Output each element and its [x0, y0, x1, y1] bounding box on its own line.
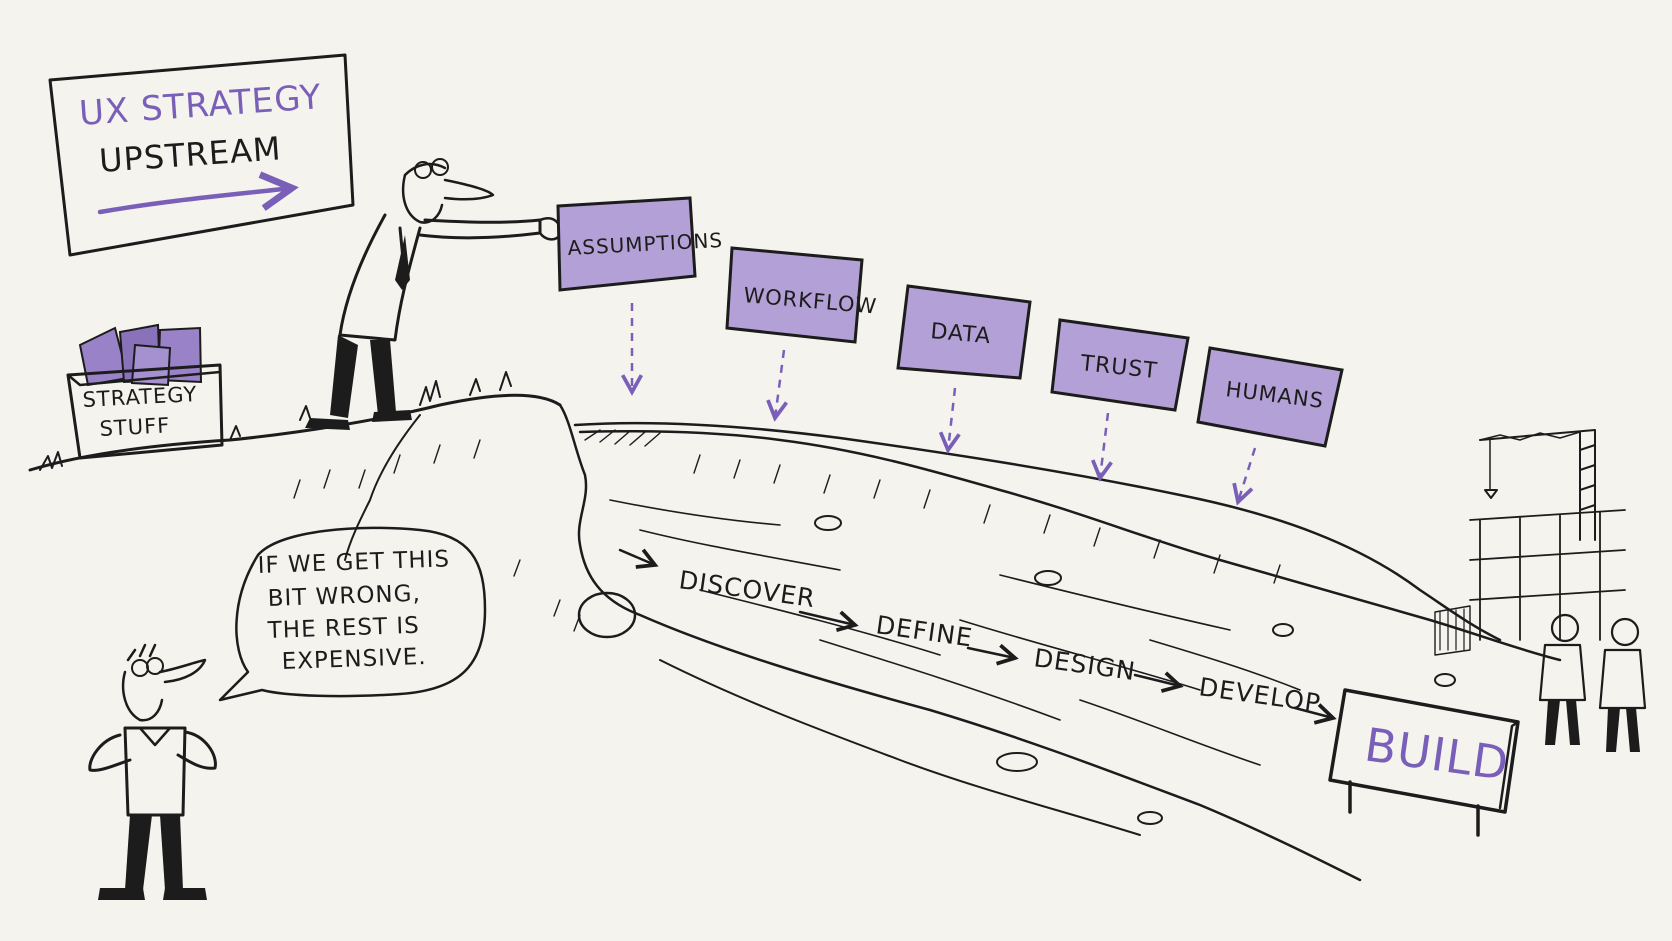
card-trust: TRUST [1050, 318, 1190, 478]
stage-discover: DISCOVER [677, 565, 817, 613]
upstream-sign: UX STRATEGY UPSTREAM [48, 53, 355, 257]
card-humans: HUMANS [1196, 346, 1344, 502]
build-sign: BUILD [1328, 688, 1520, 837]
process-flow: DISCOVER DEFINE DESIGN DEVELOP [618, 550, 1333, 718]
card-data: DATA [896, 284, 1032, 450]
strategist-figure [305, 158, 562, 430]
construction-site [1434, 429, 1626, 656]
hill-ground [28, 371, 1562, 882]
onlookers [1538, 613, 1647, 752]
sign-subtitle: UPSTREAM [98, 129, 283, 180]
card-label: DATA [929, 319, 992, 349]
speech-line3: THE REST IS [266, 613, 420, 644]
card-assumptions: ASSUMPTIONS [556, 196, 724, 392]
assumption-cards: ASSUMPTIONS WORKFLOW DATA TRUST HUMANS [556, 196, 1344, 502]
speech-line1: IF WE GET THIS [257, 546, 450, 579]
box-label-line1: STRATEGY [82, 382, 198, 412]
strategy-stuff-box: STRATEGY STUFF [66, 323, 224, 460]
card-workflow: WORKFLOW [725, 246, 878, 418]
stage-design: DESIGN [1032, 643, 1137, 686]
foreground-figure [88, 643, 217, 900]
box-label-line2: STUFF [99, 413, 171, 441]
upstream-arrow [97, 188, 292, 215]
sign-title: UX STRATEGY [78, 77, 323, 134]
speech-line2: BIT WRONG, [267, 581, 421, 612]
build-label: BUILD [1361, 717, 1512, 791]
stage-define: DEFINE [874, 610, 974, 652]
speech-bubble: IF WE GET THIS BIT WRONG, THE REST IS EX… [218, 526, 487, 702]
speech-line4: EXPENSIVE. [281, 644, 427, 675]
